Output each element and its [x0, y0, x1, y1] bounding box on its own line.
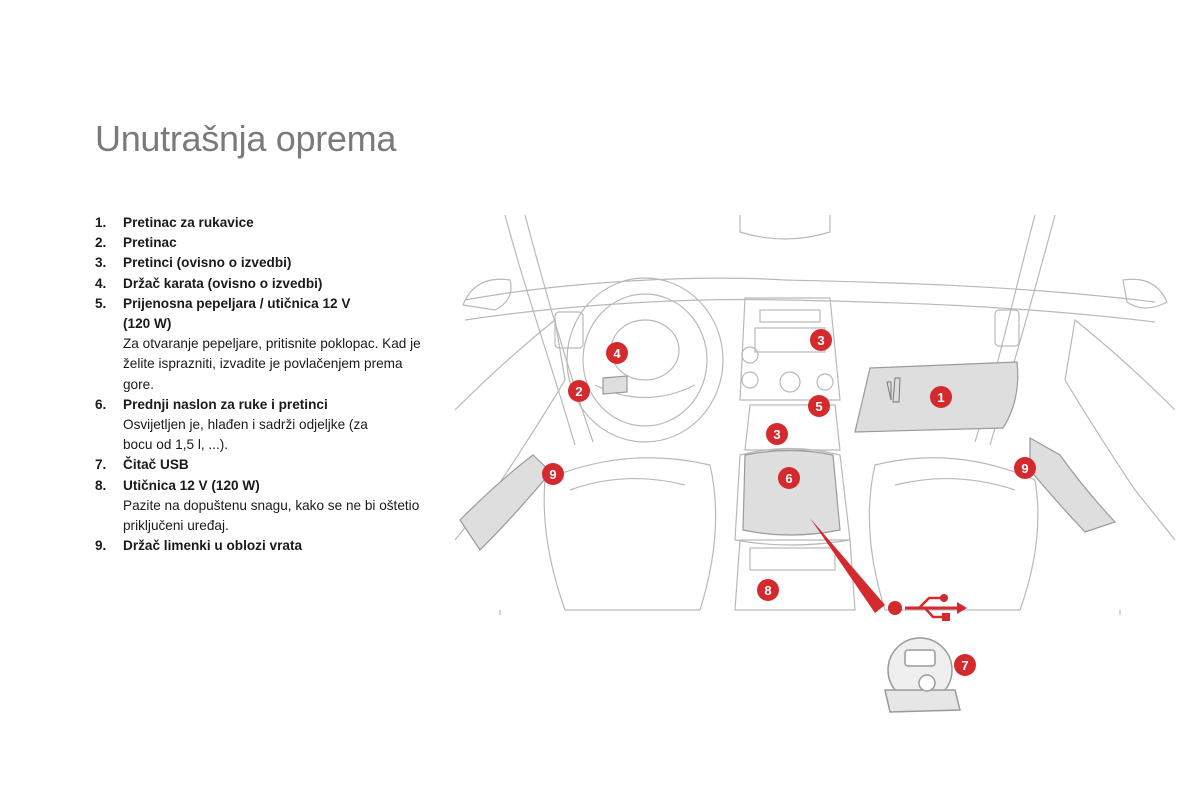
right-door	[1064, 318, 1175, 541]
item-label: Utičnica 12 V (120 W)	[123, 477, 260, 493]
badge-3-top: 3	[810, 329, 832, 351]
badge-3-console: 3	[766, 423, 788, 445]
item-description: Osvijetljen je, hlađen i sadrži odjeljke…	[123, 417, 368, 453]
item-number: 1.	[95, 215, 107, 230]
armrest	[742, 449, 841, 536]
badge-5: 5	[808, 395, 830, 417]
usb-icon	[905, 594, 967, 621]
left-door	[455, 318, 566, 541]
badge-label: 2	[575, 384, 582, 399]
item-number: 7.	[95, 457, 107, 473]
legend-item: 7. Čitač USB	[95, 455, 435, 475]
badge-7: 7	[954, 654, 976, 676]
left-seat	[543, 457, 717, 611]
badge-9-left: 9	[542, 463, 564, 485]
badge-8: 8	[757, 579, 779, 601]
right-vent	[994, 309, 1020, 347]
interior-illustration: 1 2 3 3 4 5 6 7 8 9 9	[455, 210, 1175, 730]
right-seat	[868, 457, 1039, 611]
item-number: 3.	[95, 255, 107, 271]
badge-6: 6	[778, 467, 800, 489]
rear-mirror	[739, 215, 831, 240]
page-title: Unutrašnja oprema	[95, 118, 397, 159]
item-number: 4.	[95, 275, 107, 291]
center-tunnel	[744, 404, 841, 451]
legend-item: 4. Držač karata (ovisno o izvedbi)	[95, 274, 435, 294]
item-description: Za otvaranje pepeljare, pritisnite poklo…	[123, 336, 421, 392]
badge-label: 7	[961, 658, 968, 673]
legend-item: 3. Pretinci (ovisno o izvedbi)	[95, 253, 435, 273]
legend-item: 5. Prijenosna pepeljara / utičnica 12 V …	[95, 294, 435, 395]
item-label: Držač karata (ovisno o izvedbi)	[123, 275, 323, 291]
item-label: Prednji naslon za ruke i pretinci	[123, 396, 328, 412]
badge-label: 9	[1021, 461, 1028, 476]
usb-reader	[884, 637, 961, 713]
badge-label: 1	[937, 390, 944, 405]
left-door-pocket	[459, 454, 552, 551]
interior-drawing: 1 2 3 3 4 5 6 7 8 9 9	[455, 214, 1175, 713]
left-vent	[554, 311, 584, 349]
center-stack	[739, 297, 841, 401]
legend-item: 2. Pretinac	[95, 233, 435, 253]
steering-wheel	[566, 277, 724, 443]
badge-label: 6	[785, 471, 792, 486]
item-number: 6.	[95, 396, 107, 412]
badge-1: 1	[930, 386, 952, 408]
badge-4: 4	[606, 342, 628, 364]
dashboard-top	[464, 277, 1156, 303]
legend-item: 1. Pretinac za rukavice	[95, 213, 435, 233]
badge-label: 9	[549, 467, 556, 482]
badge-2: 2	[568, 380, 590, 402]
badge-label: 5	[815, 399, 822, 414]
item-label: Prijenosna pepeljara / utičnica 12 V (12…	[123, 295, 351, 332]
pointer-line	[810, 518, 885, 613]
item-number: 9.	[95, 538, 107, 554]
legend-item: 8. Utičnica 12 V (120 W) Pazite na dopuš…	[95, 476, 435, 537]
left-pillar	[504, 214, 576, 446]
left-side-mirror	[462, 278, 512, 311]
item-description: Pazite na dopuštenu snagu, kako se ne bi…	[123, 497, 420, 534]
item-label: Držač limenki u oblozi vrata	[123, 538, 303, 554]
badge-label: 8	[764, 583, 771, 598]
right-side-mirror	[1122, 278, 1168, 309]
legend-list: 1. Pretinac za rukavice 2. Pretinac 3. P…	[95, 213, 435, 556]
item-label: Pretinac za rukavice	[123, 215, 254, 230]
item-number: 8.	[95, 477, 107, 493]
item-label: Pretinci (ovisno o izvedbi)	[123, 255, 292, 271]
item-label: Čitač USB	[123, 457, 189, 473]
badge-label: 4	[613, 346, 621, 361]
badge-label: 3	[817, 333, 824, 348]
legend-item: 9. Držač limenki u oblozi vrata	[95, 536, 435, 556]
badge-9-right: 9	[1014, 457, 1036, 479]
legend-item: 6. Prednji naslon za ruke i pretinci Osv…	[95, 395, 435, 456]
item-number: 2.	[95, 235, 107, 251]
badge-label: 3	[773, 427, 780, 442]
item-label: Pretinac	[123, 235, 177, 251]
item-number: 5.	[95, 295, 107, 311]
right-door-pocket	[1029, 436, 1117, 533]
